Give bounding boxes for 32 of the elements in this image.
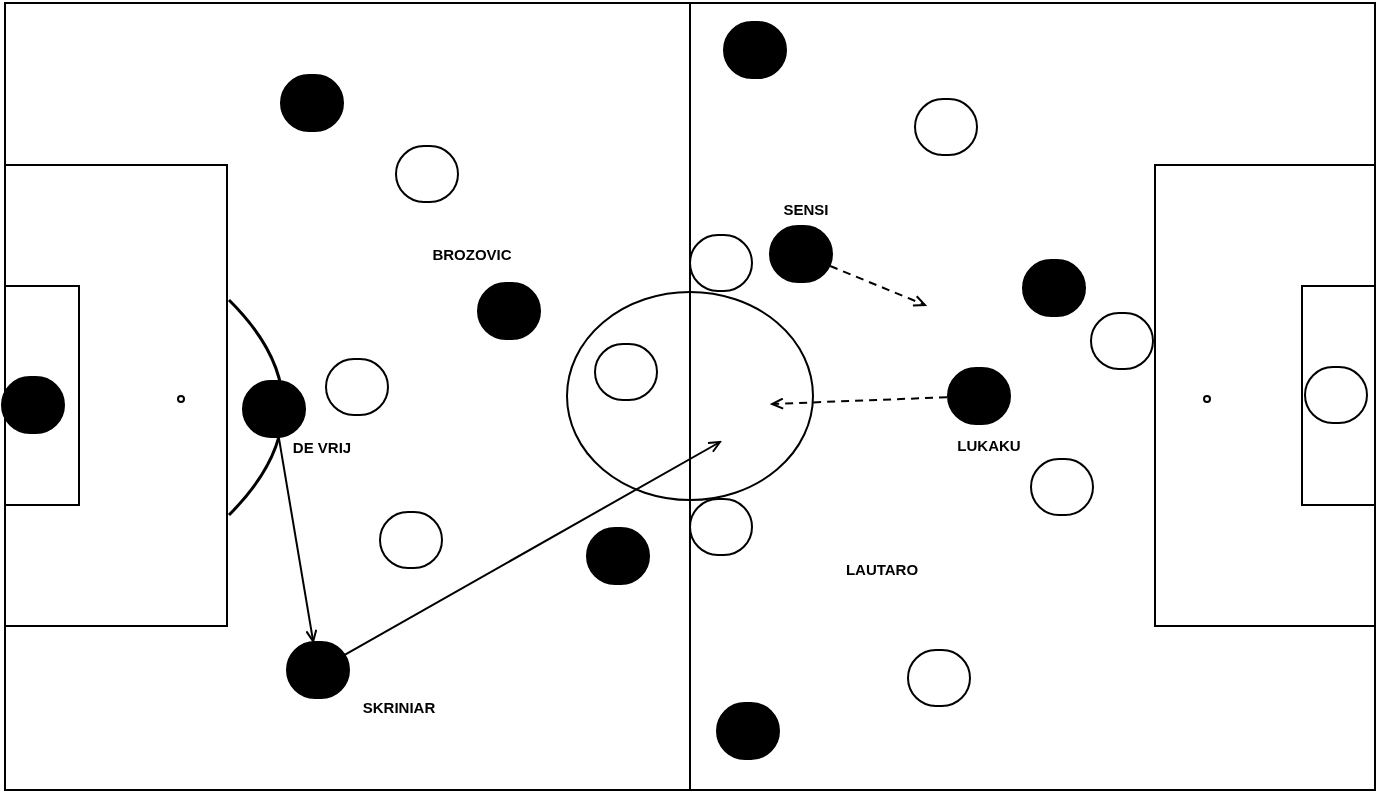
- player-name: SKRINIAR: [362, 697, 436, 718]
- filled-player-marker: [477, 282, 541, 340]
- player-name: LAUTARO: [845, 559, 919, 580]
- outlined-player-marker: [325, 358, 389, 416]
- filled-player-marker: [1022, 259, 1086, 317]
- filled-player-marker: [242, 380, 306, 438]
- filled-player-marker: [947, 367, 1011, 425]
- outlined-player-marker: [907, 649, 971, 707]
- outlined-player-marker: [395, 145, 459, 203]
- outlined-player-marker: [914, 98, 978, 156]
- arrow: [829, 265, 926, 307]
- outlined-player-marker: [379, 511, 443, 569]
- filled-player-marker: [280, 74, 344, 132]
- outlined-player-marker: [689, 498, 753, 556]
- filled-player-marker: [769, 225, 833, 283]
- arrow: [771, 396, 949, 410]
- arrow: [277, 436, 318, 643]
- filled-player-marker: [286, 641, 350, 699]
- filled-player-marker: [586, 527, 650, 585]
- player-name: LUKAKU: [957, 435, 1021, 456]
- player-name: DE VRIJ: [292, 437, 352, 458]
- arrow: [344, 441, 721, 656]
- outlined-player-marker: [594, 343, 658, 401]
- outlined-player-marker: [689, 234, 753, 292]
- outlined-player-marker: [1030, 458, 1094, 516]
- filled-player-marker: [723, 21, 787, 79]
- filled-player-marker: [1, 376, 65, 434]
- outlined-player-marker: [1304, 366, 1368, 424]
- outlined-player-marker: [1090, 312, 1154, 370]
- filled-player-marker: [716, 702, 780, 760]
- player-name: SENSI: [783, 199, 829, 220]
- player-name: BROZOVIC: [432, 244, 512, 265]
